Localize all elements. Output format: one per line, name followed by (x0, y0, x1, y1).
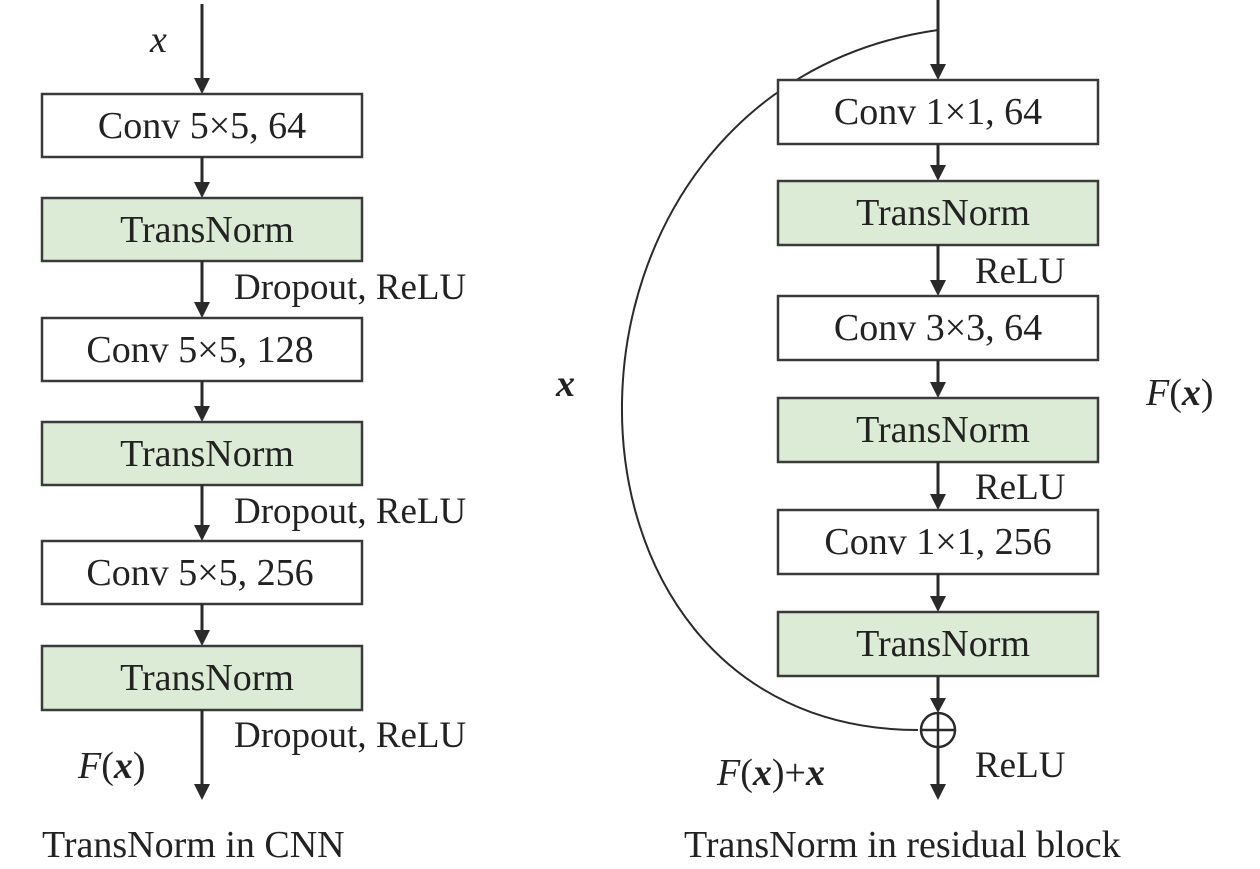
residual-block-norm-1-label: TransNorm (856, 192, 1030, 234)
residual-arrowhead-6 (930, 698, 946, 713)
cnn-arrowhead-5 (194, 630, 210, 646)
residual-sum-label: F(x)+x (716, 752, 825, 794)
cnn-caption: TransNorm in CNN (42, 824, 345, 866)
cnn-activation-2: Dropout, ReLU (234, 491, 466, 532)
cnn-input-arrowhead (194, 78, 210, 94)
cnn-block-norm-1-label: TransNorm (120, 209, 294, 251)
residual-block-conv-3-label: Conv 1×1, 256 (824, 521, 1051, 563)
residual-final-activation: ReLU (975, 745, 1065, 786)
residual-arrowhead-4 (930, 494, 946, 510)
residual-input-arrowhead (930, 64, 946, 80)
cnn-arrowhead-1 (194, 182, 210, 198)
residual-branch-x: x (1181, 372, 1201, 414)
residual-sum-x2: x (805, 752, 825, 794)
residual-block-norm-3 (776, 610, 1100, 678)
cnn-activation-1: Dropout, ReLU (234, 267, 466, 308)
cnn-arrowhead-2 (194, 302, 210, 318)
residual-sum-f: F (716, 752, 741, 794)
cnn-block-conv-3 (40, 539, 364, 606)
cnn-block-conv-3-label: Conv 5×5, 256 (86, 552, 313, 594)
cnn-output-f: F (77, 745, 102, 787)
residual-block-norm-2 (776, 396, 1100, 464)
residual-output-arrowhead (930, 784, 946, 800)
residual-block-conv-2 (776, 294, 1100, 362)
cnn-block-norm-2 (40, 420, 364, 487)
residual-arrowhead-3 (930, 382, 946, 398)
residual-diagram: x Conv 1×1, 64 TransNorm ReLU Conv 3×3, … (555, 0, 1214, 866)
cnn-output-close: ) (133, 745, 146, 787)
residual-block-norm-2-label: TransNorm (856, 409, 1030, 451)
residual-sum-x: x (752, 752, 772, 794)
cnn-arrowhead-4 (194, 525, 210, 541)
residual-branch-f: F (1145, 372, 1170, 414)
residual-activation-1: ReLU (975, 251, 1065, 292)
cnn-block-norm-1 (40, 196, 364, 263)
residual-sum-open: ( (740, 752, 753, 794)
cnn-input-label: x (149, 19, 167, 61)
cnn-output-open: ( (101, 745, 114, 787)
cnn-block-conv-1-label: Conv 5×5, 64 (98, 105, 306, 147)
residual-block-conv-3 (776, 508, 1100, 576)
residual-sum-close: )+ (772, 752, 806, 794)
residual-activation-2: ReLU (975, 467, 1065, 508)
cnn-activation-3: Dropout, ReLU (234, 715, 466, 756)
cnn-block-norm-3 (40, 644, 364, 712)
residual-branch-label: F(x) (1145, 372, 1214, 414)
residual-caption: TransNorm in residual block (684, 824, 1121, 866)
cnn-block-conv-2 (40, 316, 364, 383)
cnn-block-norm-2-label: TransNorm (120, 433, 294, 475)
cnn-output-arrowhead (194, 784, 210, 800)
residual-branch-close: ) (1201, 372, 1214, 414)
residual-arrowhead-5 (930, 596, 946, 612)
cnn-output-label: F(x) (77, 745, 146, 787)
residual-skip-label: x (555, 363, 575, 405)
residual-block-conv-1 (776, 78, 1100, 146)
cnn-output-x: x (113, 745, 133, 787)
sum-node-icon (919, 711, 957, 749)
residual-branch-open: ( (1169, 372, 1182, 414)
residual-arrowhead-2 (930, 280, 946, 296)
residual-block-conv-2-label: Conv 3×3, 64 (834, 307, 1042, 349)
residual-block-norm-3-label: TransNorm (856, 623, 1030, 665)
cnn-diagram: x Conv 5×5, 64 TransNorm Dropout, ReLU C… (40, 4, 466, 866)
cnn-arrowhead-3 (194, 406, 210, 422)
cnn-block-conv-2-label: Conv 5×5, 128 (86, 329, 313, 371)
cnn-block-norm-3-label: TransNorm (120, 657, 294, 699)
residual-arrowhead-1 (930, 165, 946, 181)
residual-block-conv-1-label: Conv 1×1, 64 (834, 91, 1042, 133)
